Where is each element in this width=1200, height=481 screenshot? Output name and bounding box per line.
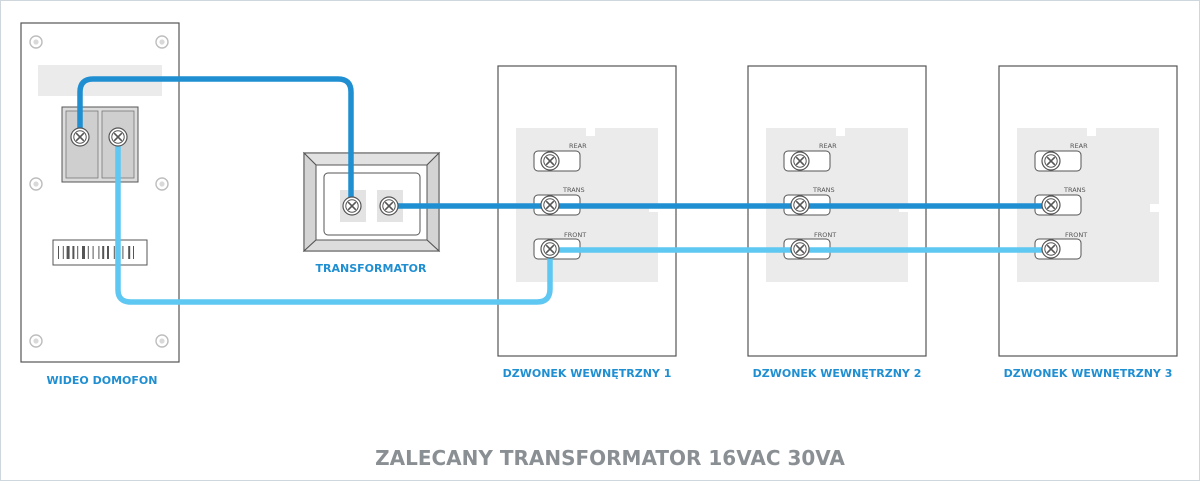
terminal-labels: REAR TRANS FRONT REAR TRANS FRONT REAR T… <box>562 142 1088 239</box>
component-labels: WIDEO DOMOFON TRANSFORMATOR DZWONEK WEWN… <box>47 262 1173 387</box>
wire-intercom-transformer <box>77 76 354 211</box>
intercom-screw-2-icon <box>108 127 128 147</box>
chime1-trans-label: TRANS <box>562 186 585 194</box>
chime3-trans-screw-icon <box>1041 195 1061 215</box>
footer-title: ZALECANY TRANSFORMATOR 16VAC 30VA <box>375 446 845 470</box>
chime-2 <box>747 65 927 357</box>
chime1-trans-screw-icon <box>540 195 560 215</box>
chime-3 <box>998 65 1178 357</box>
chime1-front-screw-icon <box>540 239 560 259</box>
intercom-label: WIDEO DOMOFON <box>47 374 158 387</box>
chime2-front-label: FRONT <box>814 231 836 239</box>
chime2-rear-label: REAR <box>819 142 837 150</box>
chime3-trans-label: TRANS <box>1063 186 1086 194</box>
chime3-rear-screw-icon <box>1041 151 1061 171</box>
intercom-screw-1-icon <box>70 127 90 147</box>
chime2-trans-screw-icon <box>790 195 810 215</box>
transformer <box>302 151 441 253</box>
transformer-label: TRANSFORMATOR <box>316 262 427 275</box>
chime3-front-screw-icon <box>1041 239 1061 259</box>
chime-1 <box>497 65 677 357</box>
chime2-trans-label: TRANS <box>812 186 835 194</box>
chime-2-label: DZWONEK WEWNĘTRZNY 2 <box>753 367 922 380</box>
chime-1-label: DZWONEK WEWNĘTRZNY 1 <box>503 367 672 380</box>
chime1-rear-screw-icon <box>540 151 560 171</box>
chime1-rear-label: REAR <box>569 142 587 150</box>
transformer-screw-2-icon <box>379 196 399 216</box>
chime2-front-screw-icon <box>790 239 810 259</box>
chime3-rear-label: REAR <box>1070 142 1088 150</box>
chime-3-label: DZWONEK WEWNĘTRZNY 3 <box>1004 367 1173 380</box>
video-intercom <box>20 22 180 363</box>
chime3-front-label: FRONT <box>1065 231 1087 239</box>
chime2-rear-screw-icon <box>790 151 810 171</box>
wire-intercom-front <box>115 134 553 305</box>
transformer-screw-1-icon <box>342 196 362 216</box>
chime1-front-label: FRONT <box>564 231 586 239</box>
